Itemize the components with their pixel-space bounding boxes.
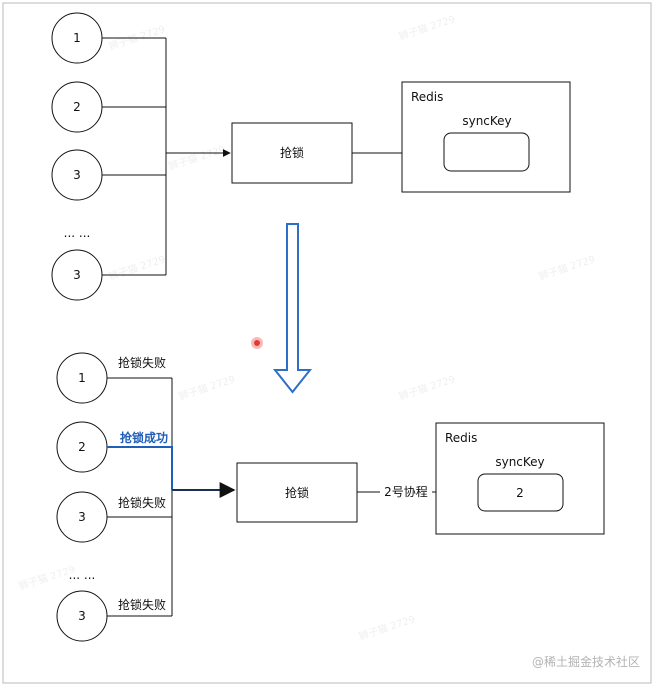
success-path [107, 446, 173, 490]
bottom-node-label: 2 [78, 440, 86, 454]
bottom-synckey-value-box [477, 473, 564, 512]
bottom-lock-box [236, 462, 358, 523]
status-label-fail: 抢锁失败 [118, 597, 166, 612]
top-synckey-label: syncKey [462, 114, 511, 128]
bottom-node-ellipsis: ... ... [69, 568, 96, 582]
top-node-label: 3 [73, 268, 81, 282]
bottom-synckey-value: 2 [516, 486, 524, 500]
arrow-label: 2号协程 [384, 484, 428, 499]
top-node-ellipsis: ... ... [64, 226, 91, 240]
bottom-connectors [107, 377, 173, 617]
bottom-redis-title: Redis [445, 431, 477, 445]
svg-text:狮子猫 2729: 狮子猫 2729 [177, 372, 237, 402]
top-redis-title: Redis [411, 90, 443, 104]
top-lock-box [231, 122, 353, 184]
top-connectors [102, 37, 167, 276]
top-node-label: 3 [73, 168, 81, 182]
top-lock-label: 抢锁 [280, 145, 304, 160]
transition-down-arrow [272, 223, 313, 394]
cursor-dot [254, 340, 260, 346]
bottom-synckey-label: syncKey [495, 455, 544, 469]
svg-text:狮子猫 2729: 狮子猫 2729 [357, 612, 417, 642]
svg-text:狮子猫 2729: 狮子猫 2729 [397, 372, 457, 402]
bottom-lock-label: 抢锁 [285, 485, 309, 500]
site-watermark: @稀土掘金技术社区 [532, 654, 640, 669]
status-label-fail: 抢锁失败 [118, 495, 166, 510]
bottom-node-label: 1 [78, 371, 86, 385]
top-node-label: 2 [73, 100, 81, 114]
svg-text:狮子猫 2729: 狮子猫 2729 [167, 142, 227, 172]
bottom-node-label: 3 [78, 609, 86, 623]
svg-text:狮子猫 2729: 狮子猫 2729 [537, 252, 597, 282]
top-node-label: 1 [73, 31, 81, 45]
svg-text:狮子猫 2729: 狮子猫 2729 [107, 252, 167, 282]
bottom-node-label: 3 [78, 510, 86, 524]
svg-text:狮子猫 2729: 狮子猫 2729 [397, 12, 457, 42]
status-label-fail: 抢锁失败 [118, 355, 166, 370]
arrow-label-bg [380, 483, 432, 500]
status-label-success: 抢锁成功 [120, 430, 168, 445]
top-synckey-value-box [443, 132, 530, 172]
